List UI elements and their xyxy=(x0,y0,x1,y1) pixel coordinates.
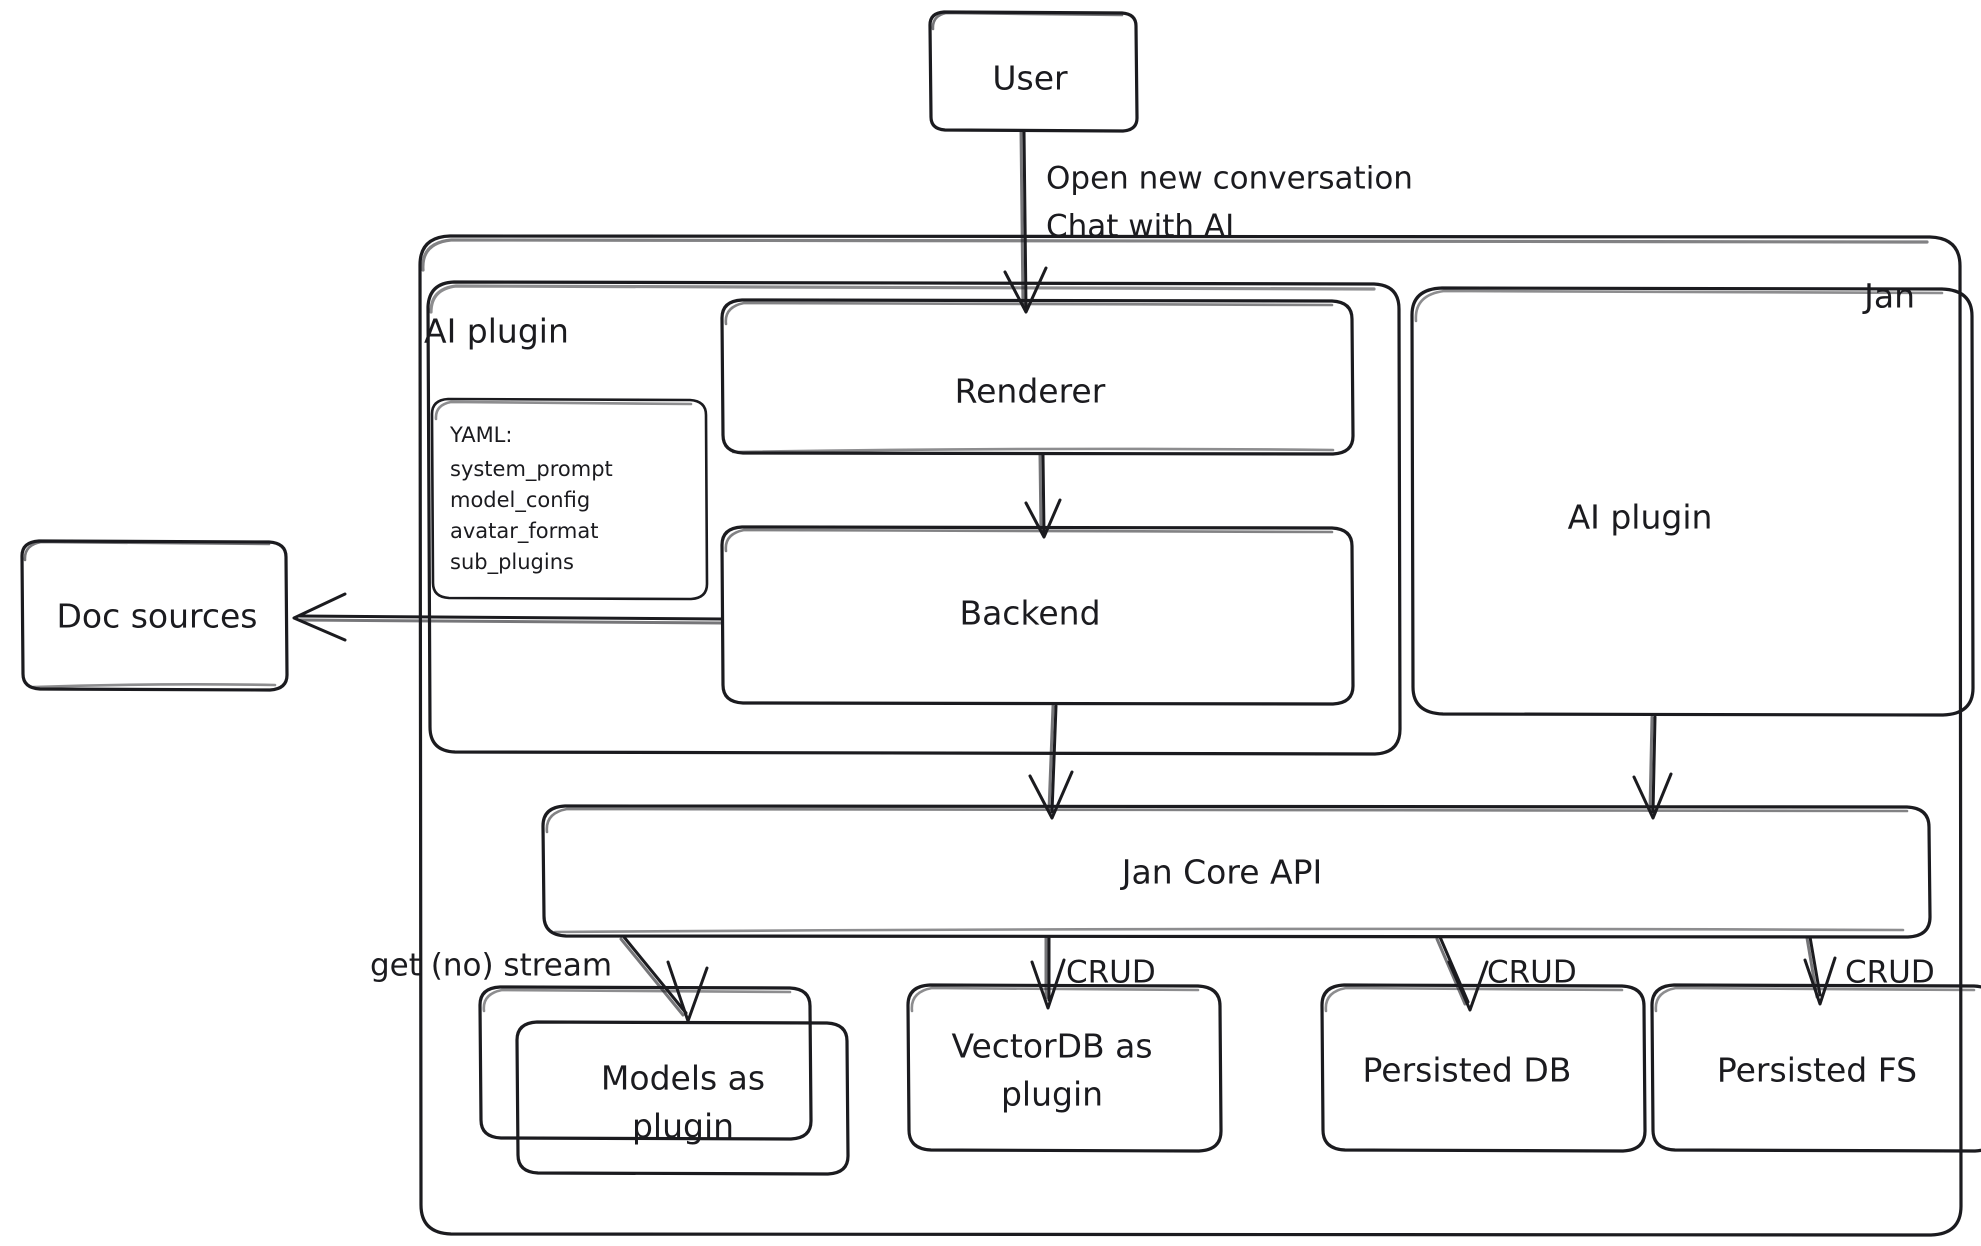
node-persisted-db[interactable] xyxy=(1320,983,1647,1153)
ai-plugin-group-container xyxy=(426,280,1402,756)
edge-core-to-vectordb xyxy=(1030,935,1066,1010)
edge-backend-to-doc-sources xyxy=(292,592,724,642)
ai-plugin-group-label: AI plugin xyxy=(424,312,569,351)
node-doc-sources[interactable] xyxy=(20,539,289,692)
yaml-key-sub-plugins: sub_plugins xyxy=(450,550,574,575)
edge-renderer-to-backend xyxy=(1024,453,1062,539)
node-user-label: User xyxy=(992,59,1068,98)
node-jan-core-api-label: Jan Core API xyxy=(1120,853,1322,892)
node-doc-sources-label: Doc sources xyxy=(56,597,257,636)
node-models-as-plugin[interactable] xyxy=(478,985,850,1176)
edge-core-to-persisted-db xyxy=(1435,935,1489,1012)
node-jan-core-api[interactable] xyxy=(541,804,1932,939)
yaml-key-avatar-format: avatar_format xyxy=(450,519,598,544)
edge-backend-to-core xyxy=(1028,704,1074,820)
edge-user-to-renderer xyxy=(1003,129,1048,314)
vectordb-line-2: plugin xyxy=(1001,1075,1103,1114)
node-vectordb-as-plugin-label: VectorDB as plugin xyxy=(951,1027,1152,1114)
node-renderer-label: Renderer xyxy=(955,372,1106,411)
node-backend[interactable] xyxy=(720,525,1355,706)
yaml-card-text: YAML: system_prompt model_config avatar_… xyxy=(449,423,613,575)
yaml-key-system-prompt: system_prompt xyxy=(450,457,613,482)
node-user[interactable] xyxy=(928,10,1139,133)
node-ai-plugin[interactable] xyxy=(1410,286,1975,717)
models-line-1: Models as xyxy=(601,1059,765,1098)
node-backend-label: Backend xyxy=(959,594,1100,633)
vectordb-line-1: VectorDB as xyxy=(951,1027,1152,1066)
edge-core-to-persisted-fs xyxy=(1803,935,1837,1006)
yaml-card xyxy=(430,397,709,601)
edge-label-crud-vectordb: CRUD xyxy=(1066,955,1156,991)
edge-label-get-no-stream: get (no) stream xyxy=(370,948,612,984)
node-ai-plugin-label: AI plugin xyxy=(1568,498,1713,537)
jan-container xyxy=(418,234,1963,1237)
node-renderer[interactable] xyxy=(720,298,1355,456)
node-vectordb-as-plugin[interactable] xyxy=(906,983,1223,1153)
node-models-as-plugin-label: Models as plugin xyxy=(601,1059,765,1146)
node-persisted-fs-label: Persisted FS xyxy=(1717,1051,1917,1090)
yaml-key-model-config: model_config xyxy=(450,488,590,513)
edge-core-to-models xyxy=(619,935,709,1023)
models-line-2: plugin xyxy=(632,1107,734,1146)
edge-label-open-new-conversation: Open new conversation xyxy=(1046,161,1413,197)
node-persisted-fs[interactable] xyxy=(1650,983,1981,1153)
node-persisted-db-label: Persisted DB xyxy=(1363,1051,1572,1090)
jan-container-label: Jan xyxy=(1862,277,1915,316)
yaml-header: YAML: xyxy=(449,423,512,447)
edge-ai-plugin-to-core xyxy=(1632,715,1673,820)
edge-label-crud-persisted-db: CRUD xyxy=(1487,955,1577,991)
edge-label-crud-persisted-fs: CRUD xyxy=(1845,955,1935,991)
edge-label-chat-with-ai: Chat with AI xyxy=(1046,209,1234,245)
